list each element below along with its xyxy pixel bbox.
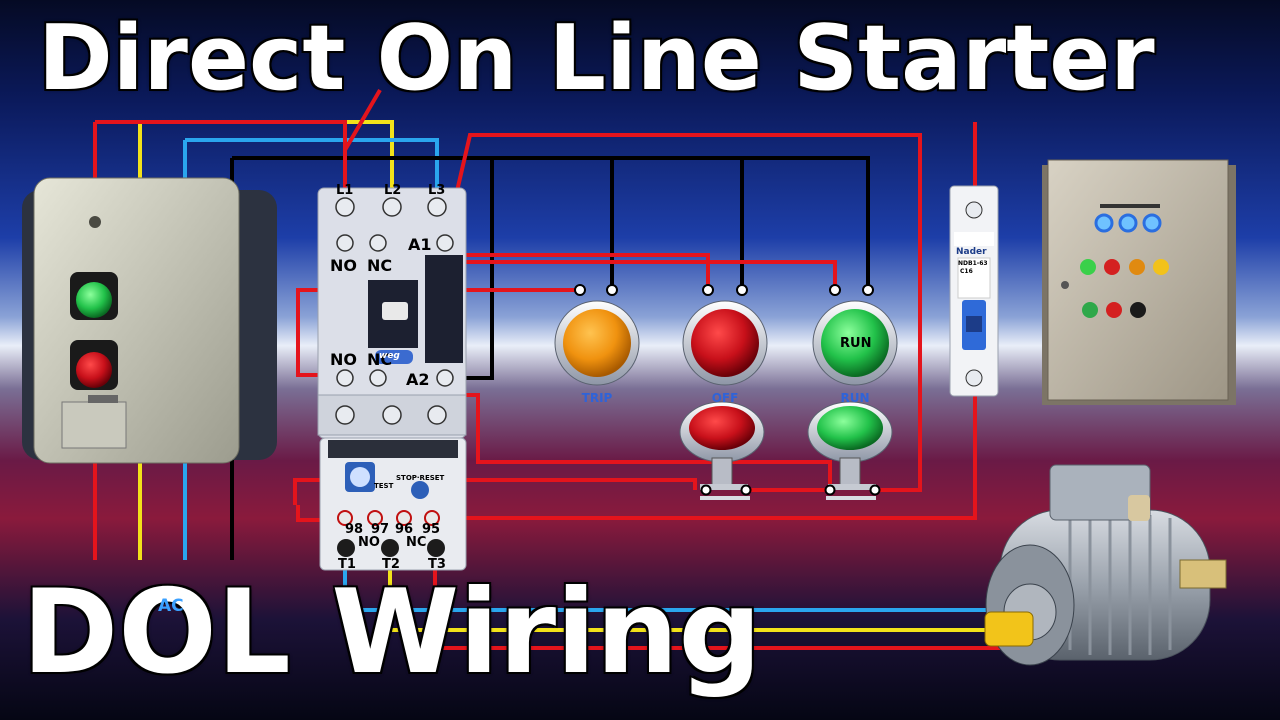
dol-starter-enclosure [22, 177, 277, 464]
trip-lamp [563, 309, 631, 377]
nameplate [61, 401, 127, 449]
ac-label: AC [158, 596, 184, 616]
electric-motor [984, 464, 1227, 666]
terminal-L2[interactable] [382, 197, 402, 217]
label-A1: A1 [408, 235, 432, 254]
label-96: 96 [395, 522, 414, 537]
title-top: Direct On Line Starter [37, 6, 1157, 111]
terminal-aux-no-bottom[interactable] [336, 369, 354, 387]
label-ol-no: NO [358, 535, 380, 550]
label-97: 97 [371, 522, 390, 537]
off-push-button[interactable] [689, 406, 755, 450]
start-button[interactable] [76, 282, 112, 318]
run-lamp [821, 309, 889, 377]
mcb-rating: C16 [960, 268, 973, 275]
contactor [317, 187, 467, 439]
label-T3: T3 [428, 557, 446, 572]
label-aux-nc-top: NC [367, 256, 393, 275]
terminal-L1[interactable] [335, 197, 355, 217]
control-panel [1042, 159, 1236, 405]
brand-logo [375, 350, 413, 364]
run-push-button[interactable] [817, 406, 883, 450]
label-aux-no-top: NO [330, 256, 357, 275]
wire-motor-yellow [388, 560, 1000, 632]
label-aux-no-bottom: NO [330, 350, 357, 369]
wire-blue-L3 [185, 138, 439, 195]
label-trip: TRIP [581, 391, 613, 405]
mcb [949, 185, 999, 397]
label-aux-nc-bottom: NC [367, 350, 393, 369]
label-L2: L2 [384, 183, 402, 198]
terminal-A2[interactable] [436, 369, 454, 387]
label-T2: T2 [382, 557, 400, 572]
wiring [93, 88, 1000, 650]
label-test: TEST [374, 482, 394, 490]
wire-motor-red [433, 560, 1000, 650]
label-ol-nc: NC [406, 535, 427, 550]
label-95: 95 [422, 522, 441, 537]
label-98: 98 [345, 522, 364, 537]
brand-label: weg [379, 351, 400, 361]
terminal-aux-nc-top[interactable] [369, 234, 387, 252]
wire-black-bus [232, 156, 870, 290]
label-off: OFF [711, 391, 739, 405]
mcb-brand: Nader [956, 247, 987, 257]
wire-red-control [343, 88, 382, 205]
motor-shaft [984, 611, 1034, 647]
terminal-A1[interactable] [436, 234, 454, 252]
title-bottom: DOL Wiring [21, 565, 763, 700]
terminal-aux-no-top[interactable] [336, 234, 354, 252]
label-L1: L1 [336, 183, 354, 198]
label-T1: T1 [338, 557, 356, 572]
terminal-L3[interactable] [427, 197, 447, 217]
overload-relay [319, 437, 467, 571]
stop-reset-button[interactable] [411, 481, 429, 499]
run-lamp-face-text: RUN [840, 336, 872, 351]
label-stop-reset: STOP·RESET [396, 474, 445, 482]
mcb-model: NDB1-63 [958, 260, 988, 267]
off-lamp [691, 309, 759, 377]
label-L3: L3 [428, 183, 446, 198]
push-buttons [679, 401, 893, 500]
stop-button[interactable] [76, 352, 112, 388]
wire-motor-blue [343, 560, 1000, 612]
label-A2: A2 [406, 370, 430, 389]
label-run: RUN [840, 391, 870, 405]
terminal-aux-nc-bottom[interactable] [369, 369, 387, 387]
pilot-lamps [554, 284, 898, 386]
